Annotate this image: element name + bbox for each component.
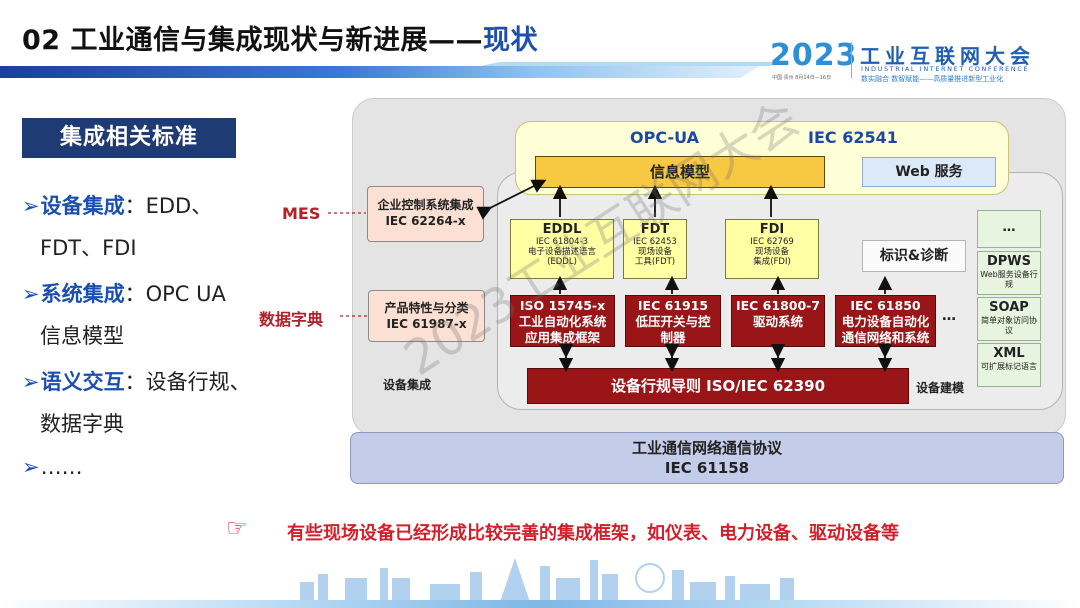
city-skyline-footer [0,558,1080,608]
protocol-standard: IEC 61158 [664,459,750,477]
iso15745-desc-2: 应用集成框架 [524,330,600,345]
web-protocol-more-box: … [977,210,1041,248]
bullet-arrow-icon: ➢ [22,370,40,394]
eddl-abbr: (EDDL) [547,257,577,267]
iec61915-desc-1: 低压开关与控 [635,314,711,329]
iec61915-box: IEC 61915 低压开关与控 制器 [625,295,721,347]
product-title: 产品特性与分类 [384,301,469,315]
pointing-hand-icon: ☞ [226,514,248,542]
page-title: 02 工业通信与集成现状与新进展——现状 [22,18,538,57]
mes-label: MES [282,204,321,223]
bullet-more: ➢…… [22,455,83,479]
web-service-box: Web 服务 [862,157,996,187]
opcua-label: OPC-UA [630,128,699,147]
fdi-abbr: 集成(FDI) [753,257,791,267]
iec61850-desc-1: 电力设备自动化 [841,314,930,329]
bullet-text: ：OPC UA [124,282,226,306]
soap-desc: 简单对象访问协议 [981,316,1037,335]
soap-title: SOAP [989,300,1029,315]
eddl-box: EDDL IEC 61804-3 电子设备描述语言 (EDDL) [510,219,614,279]
bullet-keyword: 系统集成 [40,282,125,306]
bullet-keyword: 设备集成 [40,194,125,218]
callout-text: 有些现场设备已经形成比较完善的集成框架，如仪表、电力设备、驱动设备等 [287,523,899,544]
bullet-arrow-icon: ➢ [22,455,40,479]
iec61915-desc-2: 制器 [660,330,686,345]
bullet-continuation: 数据字典 [40,412,124,436]
logo-year: 2023 [770,38,858,73]
iec61850-box: IEC 61850 电力设备自动化 通信网络和系统 [835,295,936,347]
iso15745-standard: ISO 15745-x [519,298,606,313]
xml-title: XML [993,346,1025,361]
bullet-text: ：设备行规、 [124,370,251,394]
eddl-desc: 电子设备描述语言 [527,247,596,257]
xml-box: XML 可扩展标记语言 [977,343,1041,387]
dpws-title: DPWS [986,254,1032,269]
fdi-standard: IEC 62769 [750,237,794,247]
dpws-desc: Web服务设备行规 [980,270,1038,289]
bullet-continuation: 信息模型 [40,324,124,348]
logo-name: 工业互联网大会 [860,44,1035,68]
bullet-arrow-icon: ➢ [22,194,40,218]
iec61850-desc-2: 通信网络和系统 [841,330,930,345]
web-protocol-more: … [1002,220,1016,235]
communication-protocol-bar: 工业通信网络通信协议 IEC 61158 [350,432,1064,484]
header-stripe [0,62,790,78]
logo-date: 中国·贵州 8月14日—16日 [772,75,832,81]
logo-slogan: 数实融合 数智赋能——高质量推进新型工业化 [861,75,1004,83]
section-title: 集成相关标准 [22,118,236,158]
device-integration-caption: 设备集成 [383,378,432,392]
fdt-box: FDT IEC 62453 现场设备 工具(FDT) [623,219,687,279]
logo-name-en: INDUSTRIAL INTERNET CONFERENCE [861,65,1030,73]
fdi-box: FDI IEC 62769 现场设备 集成(FDI) [725,219,819,279]
fdi-title: FDI [759,222,785,237]
iec61800-desc: 驱动系统 [752,314,803,329]
fdt-abbr: 工具(FDT) [634,257,676,267]
dpws-box: DPWS Web服务设备行规 [977,251,1041,295]
bullet-text: …… [40,455,83,479]
iso15745-desc-1: 工业自动化系统 [518,314,607,329]
bullet-system-integration: ➢系统集成：OPC UA [22,278,226,308]
enterprise-integration-box: 企业控制系统集成 IEC 62264-x [367,186,484,242]
iec61850-standard: IEC 61850 [850,298,921,313]
bullet-semantic-interaction: ➢语义交互：设备行规、 [22,366,251,396]
product-classification-box: 产品特性与分类 IEC 61987-x [368,290,485,342]
bullet-device-integration: ➢设备集成：EDD、 [22,190,212,220]
bullet-keyword: 语义交互 [40,370,125,394]
bullet-continuation: FDT、FDI [40,236,137,260]
standards-more: … [942,308,956,324]
iec61915-standard: IEC 61915 [637,298,709,313]
bullet-arrow-icon: ➢ [22,282,40,306]
xml-desc: 可扩展标记语言 [981,362,1037,371]
device-profile-guideline-bar: 设备行规导则 ISO/IEC 62390 [527,368,909,404]
page-title-accent: 现状 [482,25,538,56]
enterprise-info-arrow [476,179,547,220]
logo-divider [851,42,852,78]
product-standard: IEC 61987-x [386,317,467,331]
iec61800-standard: IEC 61800-7 [735,298,821,313]
fdi-desc: 现场设备 [754,247,789,257]
fdt-standard: IEC 62453 [633,237,677,247]
eddl-standard: IEC 61804-3 [535,237,589,247]
iec61800-box: IEC 61800-7 驱动系统 [731,295,825,347]
conference-logo: 2023 中国·贵州 8月14日—16日 工业互联网大会 INDUSTRIAL … [770,38,1070,84]
opcua-standard: IEC 62541 [808,128,898,147]
iso15745-box: ISO 15745-x 工业自动化系统 应用集成框架 [510,295,615,347]
identification-diagnostics-box: 标识&诊断 [862,240,966,272]
enterprise-title: 企业控制系统集成 [377,198,474,212]
protocol-title: 工业通信网络通信协议 [631,439,782,457]
data-dictionary-label: 数据字典 [259,310,324,329]
device-modeling-caption: 设备建模 [916,381,965,395]
fdt-title: FDT [640,222,670,237]
page-title-main: 02 工业通信与集成现状与新进展—— [22,25,483,56]
eddl-title: EDDL [542,222,582,237]
fdt-desc: 现场设备 [637,247,672,257]
soap-box: SOAP 简单对象访问协议 [977,297,1041,341]
info-model-box: 信息模型 [535,156,825,188]
enterprise-standard: IEC 62264-x [385,214,466,228]
bullet-text: ：EDD、 [124,194,213,218]
